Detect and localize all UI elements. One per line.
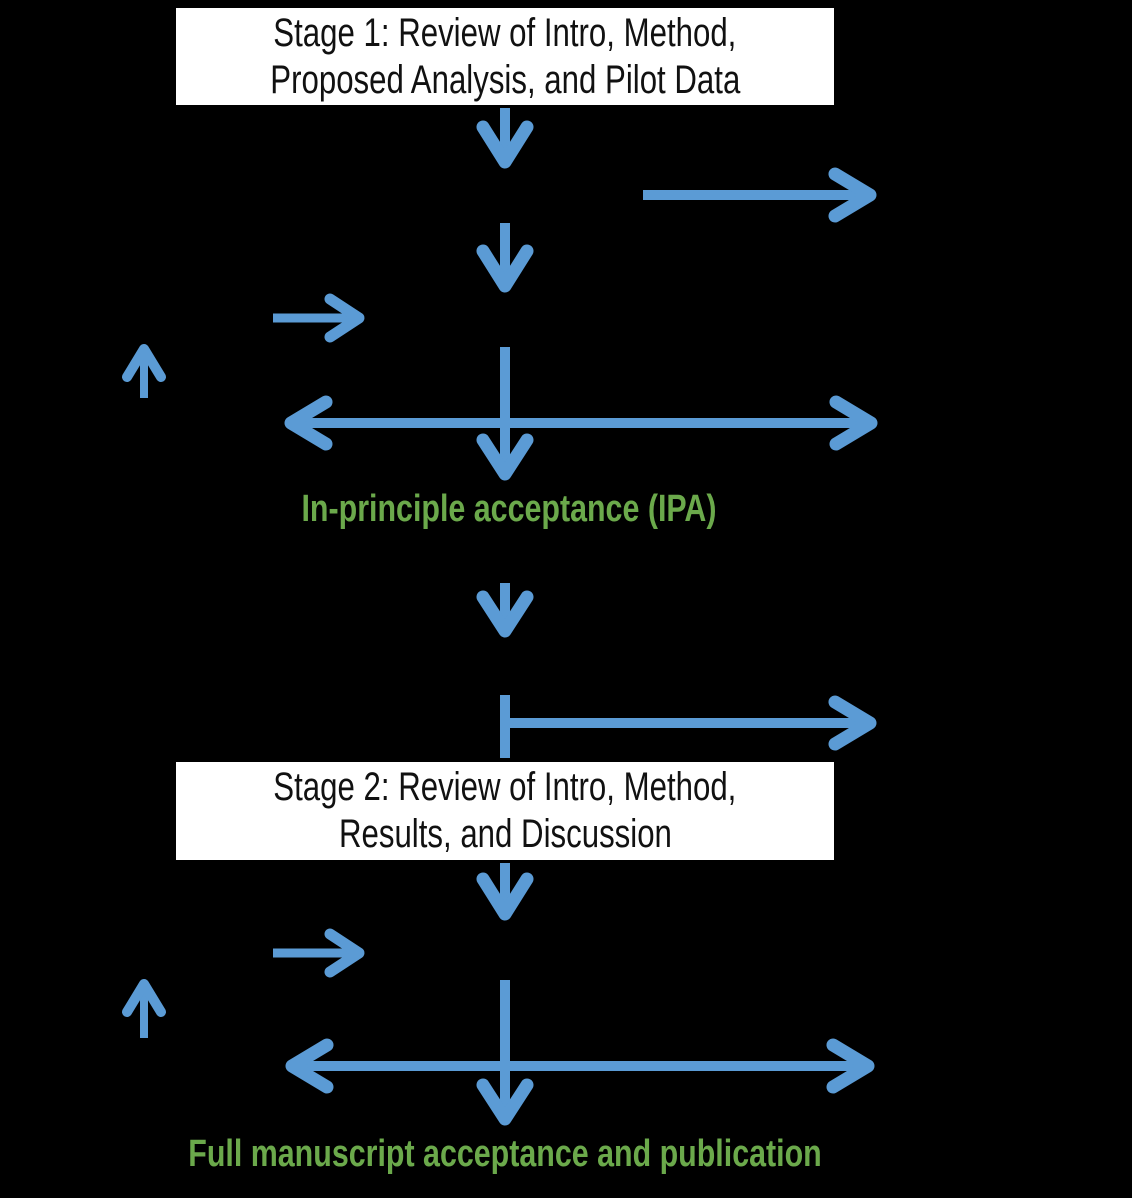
- stage1-line-1: Stage 1: Review of Intro, Method,: [273, 10, 737, 55]
- stage2-review-box: Stage 2: Review of Intro, Method, Result…: [176, 762, 834, 860]
- down-arrow-through-junction-stage1: [476, 347, 534, 481]
- up-arrow-stage1: [122, 344, 166, 398]
- stage2-line-2: Results, and Discussion: [338, 812, 672, 856]
- ipa-acceptance-label: In-principle acceptance (IPA): [301, 488, 717, 530]
- elbow-right-arrow-mid: [500, 695, 877, 758]
- stage1-line-2: Proposed Analysis, and Pilot Data: [269, 57, 740, 102]
- small-right-arrow-stage2: [273, 928, 365, 978]
- right-arrow-upper: [643, 167, 877, 223]
- up-arrow-stage2: [122, 979, 166, 1038]
- down-arrow-below-stage2-box: [476, 863, 534, 921]
- small-right-arrow-stage1: [273, 293, 365, 343]
- double-headed-arrow-stage2: [285, 1038, 875, 1094]
- stage2-line-1: Stage 2: Review of Intro, Method,: [273, 765, 737, 809]
- down-arrow-below-stage1-box: [476, 108, 534, 169]
- full-acceptance-label: Full manuscript acceptance and publicati…: [188, 1133, 822, 1175]
- down-arrow-through-junction-stage2: [476, 980, 534, 1126]
- double-headed-arrow-stage1: [284, 395, 878, 451]
- down-arrow-below-ipa: [476, 583, 534, 638]
- down-arrow-top-2: [476, 223, 534, 293]
- stage1-review-box: Stage 1: Review of Intro, Method, Propos…: [176, 8, 834, 105]
